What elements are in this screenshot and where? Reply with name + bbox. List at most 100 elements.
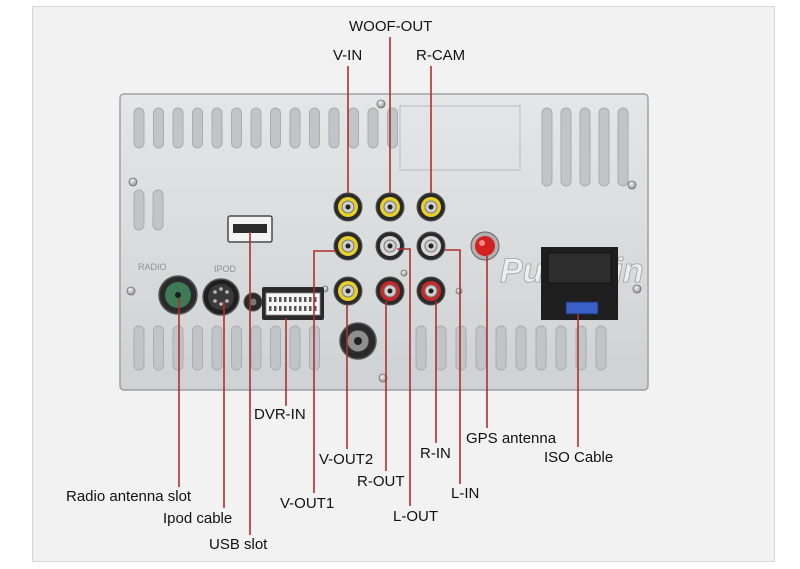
vent-slot [133,189,145,231]
vent-slot [133,325,145,371]
panel-radio-label: RADIO [138,262,167,272]
vent-slot [172,107,184,149]
label-r-out: R-OUT [357,473,405,490]
vent-slot [250,325,262,371]
dvr-pin [294,297,297,302]
leader-l-out [397,248,411,506]
rca-jack-group [333,192,446,306]
leader-v-out1 [313,250,336,493]
dvr-pin [284,306,287,311]
vent-slot [387,107,398,149]
label-r-in: R-IN [420,445,451,462]
dvr-pin [274,297,277,302]
panel-label-plate [399,105,521,171]
screw-icon [400,269,408,277]
dvr-pin [279,297,282,302]
vent-slot [192,325,203,371]
rca-jack-v-out1 [333,231,363,261]
ventilation-slots [133,107,629,371]
vent-slot [367,107,379,149]
screw-icon [128,177,138,187]
dvr-pin [314,297,317,302]
dvr-pin [299,297,302,302]
gps-antenna-connector [470,231,500,261]
label-l-in: L-IN [451,485,480,502]
screw-icon [627,180,637,190]
vent-slot [515,325,527,371]
vent-slot [475,325,487,371]
vent-slot [328,107,340,149]
rca-jack-woof-out [375,192,405,222]
vent-slot [270,325,281,371]
vent-slot [172,325,184,371]
iso-connector [541,247,618,320]
dvr-pin [279,306,282,311]
vent-slot [348,107,359,149]
aux-plug [243,292,263,312]
label-dvr-in: DVR-IN [254,406,306,423]
vent-slot [192,107,203,149]
vent-slot [595,325,607,371]
dvr-in-connector [262,287,324,320]
screw-icon [455,287,463,295]
rca-jack-v-in [333,192,363,222]
label-l-out: L-OUT [393,508,438,525]
dvr-pin [304,297,307,302]
dvr-pin [314,306,317,311]
dvr-pin [284,297,287,302]
vent-slot [560,107,572,187]
label-v-in: V-IN [333,47,363,64]
screws [126,99,642,383]
dvr-pin [274,306,277,311]
rca-jack-r-out [375,276,405,306]
label-v-out2: V-OUT2 [319,451,374,468]
label-usb-slot: USB slot [209,536,268,553]
vent-slot [152,189,164,231]
vent-slot [435,325,447,371]
dvr-pin [299,306,302,311]
label-iso-cable: ISO Cable [544,449,614,466]
vent-slot [455,325,467,371]
dvr-pin [309,306,312,311]
vent-slot [153,107,164,149]
vent-slot [617,107,629,187]
radio-antenna-socket [158,275,198,315]
vent-slot [133,107,145,149]
label-woof-out: WOOF-OUT [349,18,433,35]
screw-icon [126,286,136,296]
rca-jack-l-out [375,231,405,261]
rca-jack-r-cam [416,192,446,222]
vent-slot [495,325,507,371]
dvr-pin [269,306,272,311]
vent-slot [153,325,164,371]
screw-icon [376,99,386,109]
panel-ipod-label: IPOD [214,264,237,274]
vent-slot [289,325,301,371]
dvr-pin [294,306,297,311]
dvr-pin [289,306,292,311]
label-ipod-cable: Ipod cable [163,510,233,527]
vent-slot [289,107,301,149]
vent-slot [555,325,567,371]
screw-icon [378,373,388,383]
dvr-pin [304,306,307,311]
vent-slot [598,107,610,187]
ipod-din-socket [202,278,240,316]
leader-l-in [445,249,461,484]
vent-slot [231,325,242,371]
dvr-pin [269,297,272,302]
vent-slot [579,107,591,187]
rca-jack-v-out2 [333,276,363,306]
barrel-socket [339,322,377,360]
vent-slot [250,107,262,149]
rca-jack-r-in [416,276,446,306]
vent-slot [309,107,320,149]
label-gps-antenna: GPS antenna [466,430,557,447]
vent-slot [415,325,427,371]
rca-jack-l-in [416,231,446,261]
vent-slot [211,107,223,149]
vent-slot [231,107,242,149]
screw-icon [632,284,642,294]
vent-slot [270,107,281,149]
